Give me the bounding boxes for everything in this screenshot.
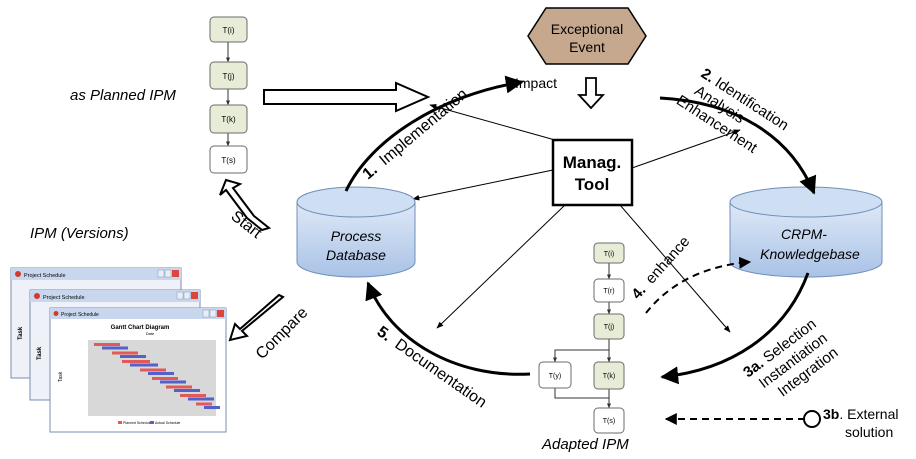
adapted-task-k [593,361,625,390]
step3b-line1: 3b. External [823,406,898,422]
tool-to-documentation [436,204,566,329]
gantt-bar-actual [130,363,158,367]
tool-to-selection [619,204,731,333]
gantt-bar-actual [160,380,186,384]
planned-task-s [209,145,248,174]
adapted-task-k-label: T(k) [603,373,615,380]
crpm-knowledgebase: CRPM- Knowledgebase [729,186,883,278]
gantt-bar-planned [196,402,212,406]
planned-task-s-label: T(s) [221,156,236,165]
process-database: Process Database [296,186,416,278]
compare-arrow: Compare [228,293,311,363]
start-arrow: Start [219,178,272,242]
planned-task-i [209,16,248,43]
event-line1: Exceptional [551,21,623,37]
management-tool: Manag. Tool [551,138,634,207]
cycle-arrow-selection [660,272,810,385]
step3b-text: . External [839,406,898,422]
cycle-arrow-documentation [365,281,531,376]
gantt-axis-date: Date [146,331,155,336]
adapted-task-s-label: T(s) [603,418,615,425]
gantt-chart-title: Gantt Chart Diagram [111,325,170,331]
adapted-task-y-label: T(y) [549,373,561,380]
gantt-front-title: Project Schedule [61,312,99,318]
gantt-bar-planned [140,368,166,372]
enhance-label: 4. enhance [628,233,693,303]
tool-to-crpm [631,129,741,169]
gantt-bar-actual [174,389,200,392]
planned-ipm: T(i) T(j) T(k) T(s) as Planned IPM [70,16,248,174]
step3a-label: 3a.Selection Instantiation Integration [740,316,841,401]
adapted-ipm-label: Adapted IPM [541,436,629,453]
planned-ipm-label: as Planned IPM [70,87,176,104]
step3b-line2: solution [845,424,893,440]
gantt-bar-planned [122,360,150,363]
planned-task-i-label: T(i) [223,26,235,35]
gantt-bar-actual [188,397,214,401]
gantt-front-axis-task: Task [58,371,64,382]
gantt-bar-actual [102,346,128,350]
process-db-line2: Database [326,247,386,263]
gantt-bar-actual [204,406,220,409]
gantt-mid-axis-task: Task [37,346,43,360]
gantt-mid-title: Project Schedule [43,295,85,301]
adapted-task-r [593,278,625,303]
tool-to-impact [429,104,556,141]
tool-line1: Manag. [563,153,622,172]
hollow-arrow-to-implementation [263,81,431,113]
planned-task-k [209,104,248,134]
gantt-legend-planned: Planned Schedule [123,421,151,425]
gantt-bar-planned [152,377,178,380]
gantt-bars [94,343,220,409]
planned-task-j [209,61,248,90]
enhance-number: 4. [628,282,649,303]
adapted-task-r-label: T(r) [603,288,614,295]
gantt-back-title: Project Schedule [24,273,66,279]
gantt-window-front: Project Schedule Gantt Chart Diagram Dat… [49,307,227,433]
process-db-line1: Process [331,228,382,244]
gantt-bar-planned [94,343,120,346]
crpm-line2: Knowledgebase [760,246,860,262]
tool-line2: Tool [575,175,610,194]
step5-text: Documentation [392,336,490,412]
gantt-back-axis-task: Task [18,326,24,340]
adapted-ipm: T(i) T(r) T(j) T(y) T(k) T(s) Adapted IP… [538,242,629,453]
impact-label: Impact [515,75,557,91]
event-line2: Event [569,39,605,55]
external-solution-node [803,410,821,428]
adapted-task-j [593,313,625,340]
gantt-legend-actual: Actual Schedule [155,421,180,425]
adapted-task-i [593,242,625,264]
step3b-number: 3b [823,406,839,422]
adapted-task-s [593,407,625,434]
enhance-arrow [645,256,752,314]
gantt-bar-actual [148,372,174,375]
tool-to-process-db [412,169,554,201]
planned-task-j-label: T(j) [223,72,235,81]
gantt-bar-actual [120,355,146,358]
step5-number: 5. [374,323,395,345]
cycle-arrow-identification [659,96,817,195]
adapted-task-j-label: T(j) [604,324,615,331]
impact-arrow [576,77,606,110]
ipm-versions-label: IPM (Versions) [30,225,129,242]
step2-label: 2.Identification Analysis Enhancement [673,65,791,157]
gantt-bar-planned [166,385,192,389]
adapted-task-y [538,361,572,389]
gantt-bar-planned [180,394,206,397]
cycle-arrow-implementation [344,75,524,192]
exceptional-event: Exceptional Event [527,7,647,65]
gantt-bar-planned [112,351,138,355]
adapted-task-i-label: T(i) [604,251,615,258]
planned-task-k-label: T(k) [221,115,236,124]
crpm-line1: CRPM- [781,226,827,242]
